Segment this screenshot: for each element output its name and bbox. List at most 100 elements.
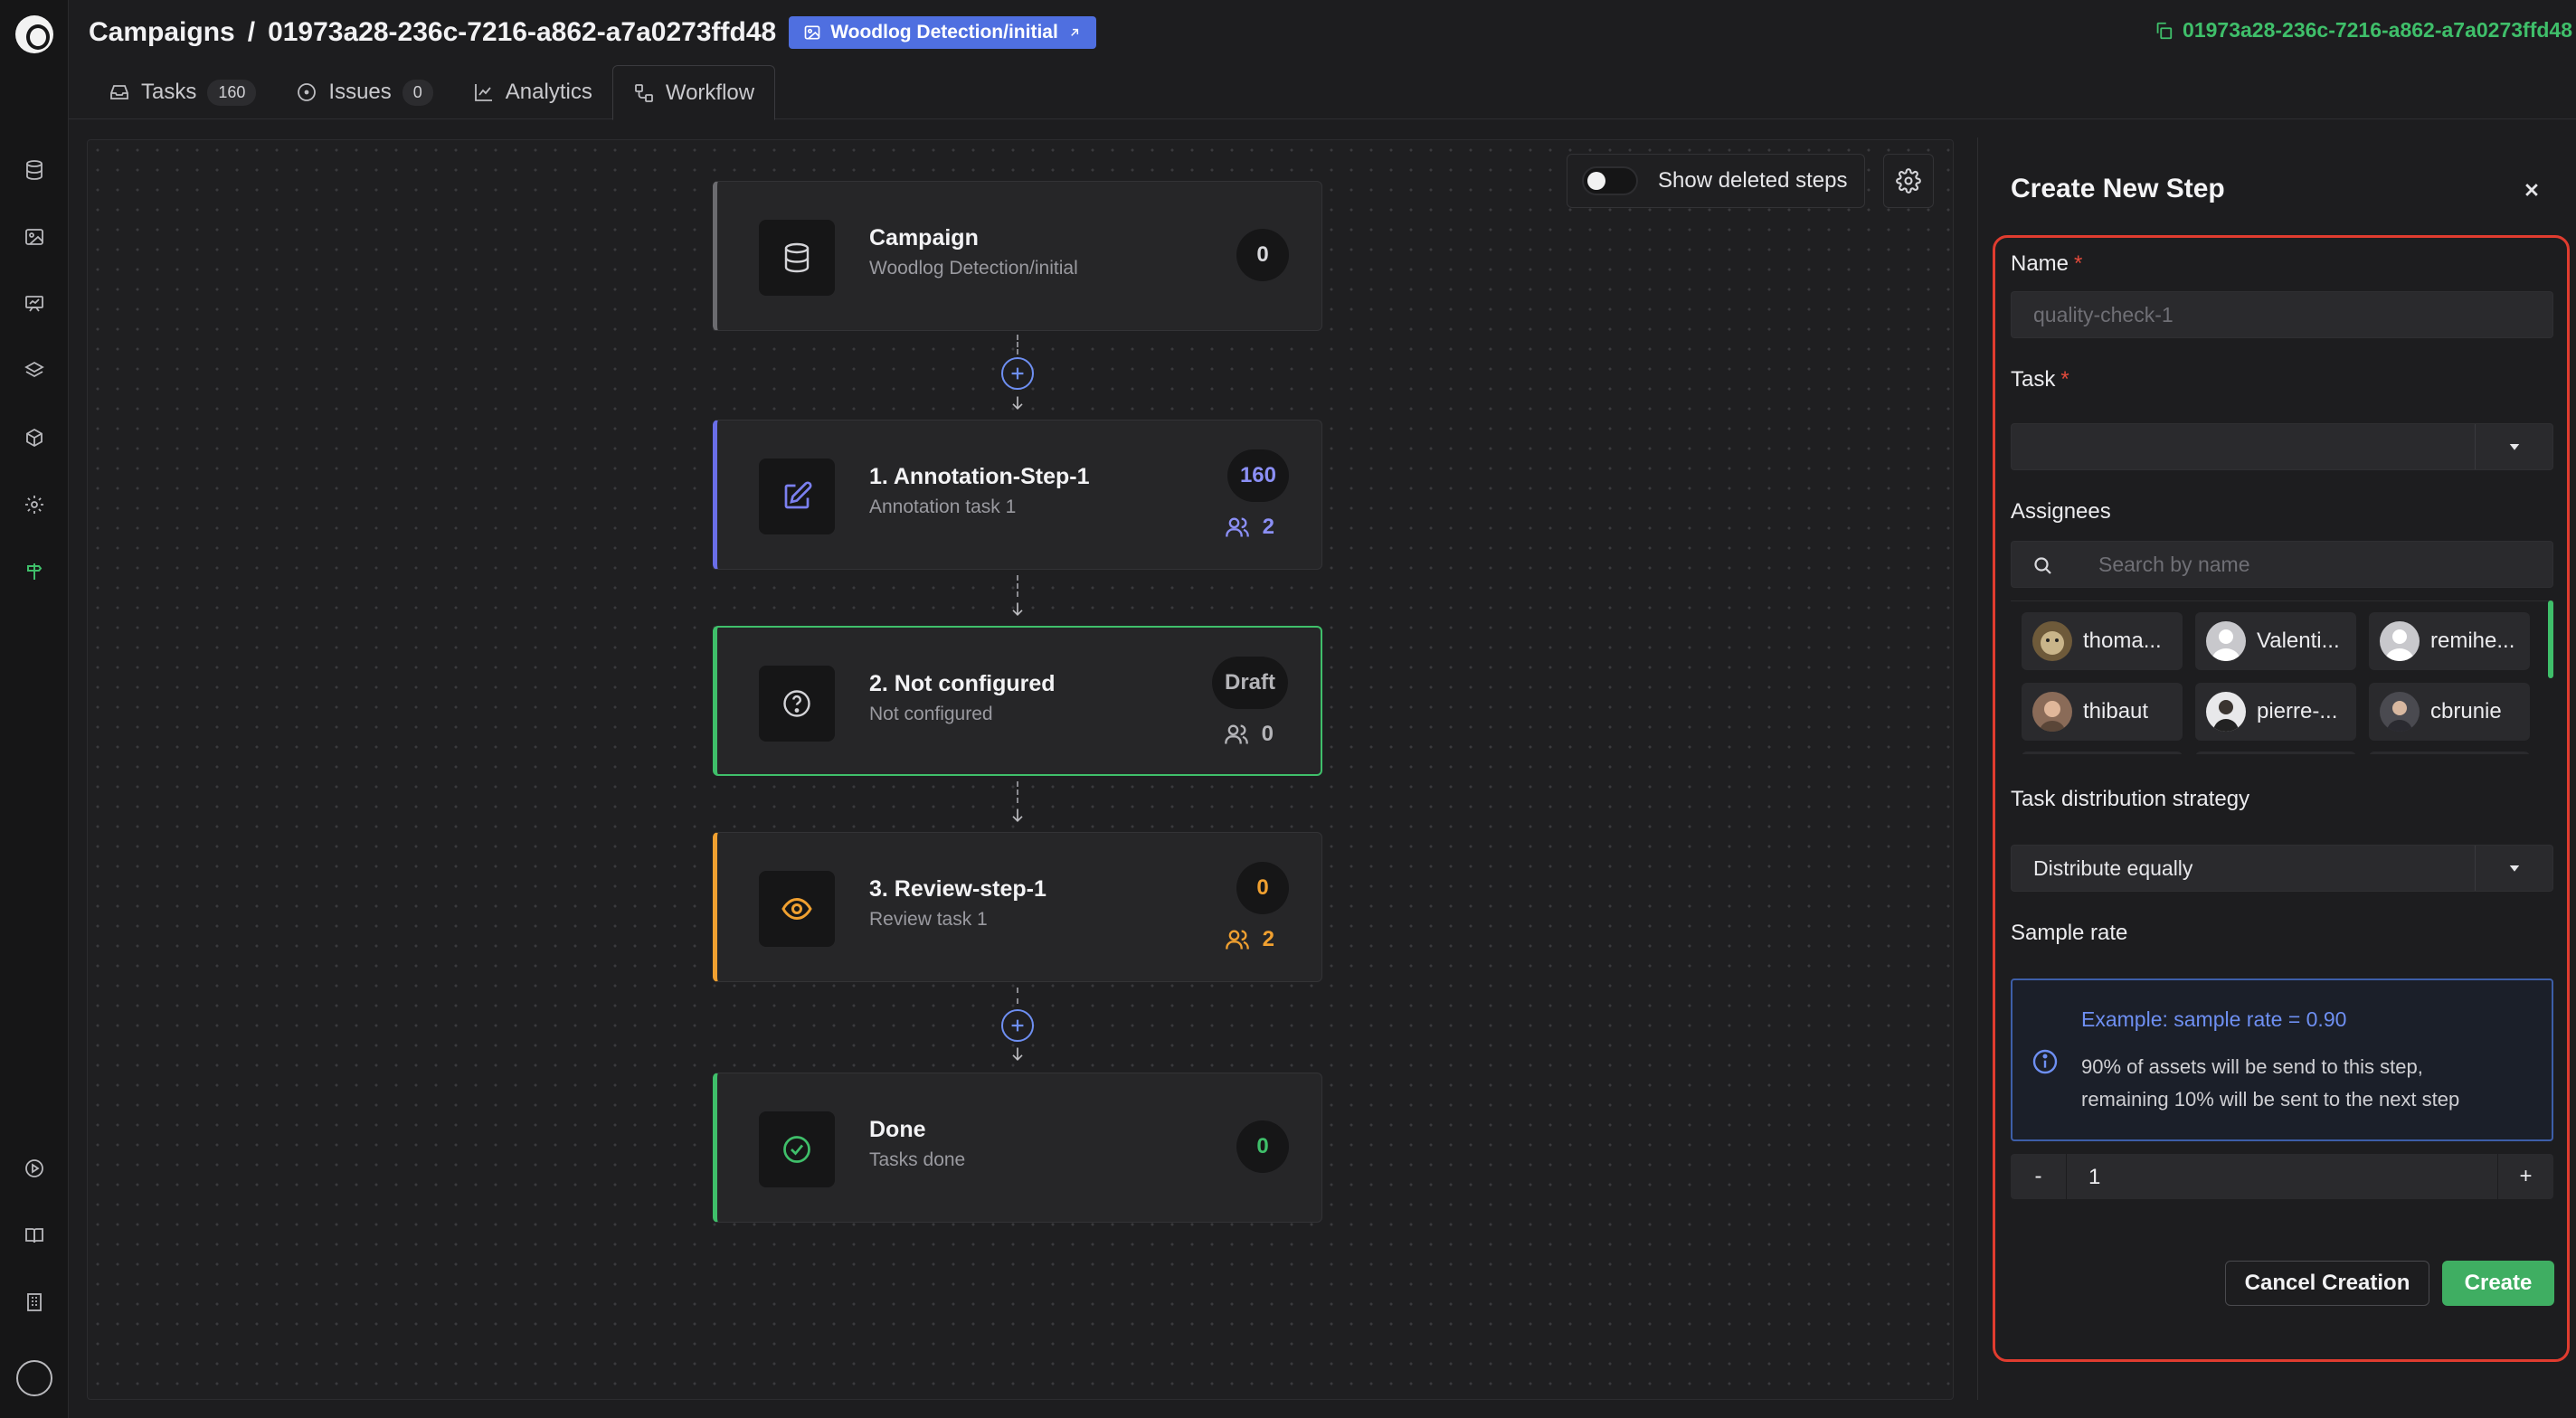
app-logo-icon[interactable]: [15, 15, 53, 53]
distribution-select[interactable]: Distribute equally: [2011, 845, 2553, 892]
help-circle-icon: [759, 666, 835, 742]
avatar: [2206, 621, 2246, 661]
step-card-done[interactable]: Done Tasks done 0: [713, 1073, 1322, 1223]
create-button[interactable]: Create: [2442, 1261, 2554, 1306]
tab-tasks[interactable]: Tasks 160: [89, 65, 276, 119]
connector: [1017, 781, 1018, 803]
image-icon[interactable]: [24, 226, 45, 248]
building-icon[interactable]: [24, 1291, 45, 1313]
line-chart-icon: [474, 84, 492, 101]
avatar: [2380, 621, 2420, 661]
assignee-chip[interactable]: remihe...: [2369, 612, 2530, 670]
step-count: 0: [1236, 862, 1289, 914]
step-assignees: 0: [1224, 722, 1274, 747]
info-icon: [2031, 1047, 2060, 1076]
assignee-name: thibaut: [2083, 699, 2149, 723]
assignee-chip[interactable]: Valenti...: [2195, 612, 2356, 670]
tab-bar: Tasks 160 Issues 0 Analytics Workflow: [89, 65, 776, 120]
info-line: 90% of assets will be send to this step,: [2081, 1055, 2423, 1078]
dataset-badge-label: Woodlog Detection/initial: [830, 22, 1058, 43]
assignees-label: Assignees: [2011, 499, 2111, 524]
assignee-search-input[interactable]: Search by name: [2011, 541, 2553, 588]
add-step-button[interactable]: [1001, 1009, 1034, 1042]
chevron-down-icon[interactable]: [2475, 846, 2552, 891]
step-count: 160: [1226, 449, 1289, 502]
assignee-name: thoma...: [2083, 629, 2162, 653]
campaign-signpost-icon[interactable]: [24, 561, 45, 582]
sample-rate-info: Example: sample rate = 0.90 90% of asset…: [2011, 978, 2553, 1141]
arrow-down-icon: [1009, 807, 1027, 825]
name-label-text: Name: [2011, 251, 2069, 276]
inbox-icon: [110, 85, 128, 99]
image-icon: [804, 25, 820, 40]
database-icon[interactable]: [24, 159, 45, 181]
step-count: 0: [1236, 1120, 1289, 1173]
close-icon[interactable]: [2519, 177, 2544, 203]
assignee-chip[interactable]: [2022, 752, 2183, 754]
assignee-chip[interactable]: thibaut: [2022, 683, 2183, 741]
users-icon: [1225, 930, 1249, 950]
copy-id-button[interactable]: 01973a28-236c-7216-a862-a7a0273ffd48: [2154, 18, 2572, 43]
model-icon[interactable]: [24, 293, 45, 315]
decrement-button[interactable]: -: [2011, 1154, 2067, 1199]
info-title: Example: sample rate = 0.90: [2081, 1007, 2347, 1031]
eye-icon: [759, 871, 835, 947]
show-deleted-steps-toggle[interactable]: Show deleted steps: [1567, 154, 1865, 208]
tab-issues[interactable]: Issues 0: [276, 65, 452, 119]
breadcrumb-campaigns[interactable]: Campaigns: [89, 17, 235, 47]
step-subtitle: Tasks done: [869, 1149, 966, 1170]
user-avatar-icon[interactable]: [16, 1360, 52, 1396]
step-subtitle: Annotation task 1: [869, 496, 1017, 517]
page-header: Campaigns / 01973a28-236c-7216-a862-a7a0…: [69, 0, 2576, 120]
connector: [1017, 575, 1018, 597]
step-form-highlight: [1993, 235, 2570, 1362]
step-card-review[interactable]: 3. Review-step-1 Review task 1 0 2: [713, 832, 1322, 982]
gear-icon: [1896, 168, 1921, 194]
edit-icon: [759, 458, 835, 534]
tab-issues-count: 0: [402, 79, 433, 106]
increment-button[interactable]: +: [2497, 1154, 2553, 1199]
play-circle-icon[interactable]: [24, 1158, 45, 1179]
tab-analytics[interactable]: Analytics: [453, 65, 612, 119]
step-subtitle: Review task 1: [869, 909, 988, 930]
book-icon[interactable]: [24, 1224, 45, 1246]
toggle-switch[interactable]: [1582, 166, 1638, 195]
step-card-campaign[interactable]: Campaign Woodlog Detection/initial 0: [713, 181, 1322, 331]
dataset-badge[interactable]: Woodlog Detection/initial: [789, 16, 1096, 49]
chevron-down-icon[interactable]: [2475, 424, 2552, 469]
step-name-input[interactable]: quality-check-1: [2011, 291, 2553, 338]
layers-icon[interactable]: [24, 360, 45, 382]
task-select[interactable]: [2011, 423, 2553, 470]
step-assignees: 2: [1225, 515, 1274, 540]
distribution-select-value: Distribute equally: [2033, 856, 2193, 880]
package-icon[interactable]: [24, 427, 45, 449]
workflow-icon: [634, 83, 653, 102]
workflow-settings-button[interactable]: [1883, 154, 1934, 208]
assignee-chip[interactable]: [2369, 752, 2530, 754]
assignee-name: cbrunie: [2430, 699, 2502, 723]
add-step-button[interactable]: [1001, 357, 1034, 390]
required-mark: *: [2060, 367, 2069, 392]
external-link-icon: [1070, 28, 1078, 36]
assignee-chip[interactable]: cbrunie: [2369, 683, 2530, 741]
assignee-chip-list[interactable]: thoma... Valenti... remihe... thibaut pi…: [2011, 600, 2553, 754]
info-text: 90% of assets will be send to this step,…: [2081, 1051, 2459, 1116]
assignee-chip[interactable]: thoma...: [2022, 612, 2183, 670]
sample-rate-input[interactable]: 1: [2088, 1165, 2101, 1189]
step-name: 3. Review-step-1: [869, 876, 1046, 902]
avatar: [2380, 692, 2420, 732]
gear-icon[interactable]: [24, 494, 45, 515]
users-icon: [1224, 724, 1248, 744]
step-name: Done: [869, 1117, 926, 1142]
tab-workflow[interactable]: Workflow: [611, 65, 776, 120]
left-sidebar: [0, 0, 69, 1418]
step-assignees: 2: [1225, 927, 1274, 952]
assignee-chip[interactable]: pierre-...: [2195, 683, 2356, 741]
plus-icon: [1011, 367, 1024, 380]
task-label: Task*: [2011, 367, 2069, 392]
assignee-list-scrollbar[interactable]: [2548, 600, 2553, 678]
step-card-annotation[interactable]: 1. Annotation-Step-1 Annotation task 1 1…: [713, 420, 1322, 570]
assignee-chip[interactable]: [2195, 752, 2356, 754]
cancel-creation-button[interactable]: Cancel Creation: [2225, 1261, 2429, 1306]
step-card-not-configured[interactable]: 2. Not configured Not configured Draft 0: [713, 626, 1322, 776]
